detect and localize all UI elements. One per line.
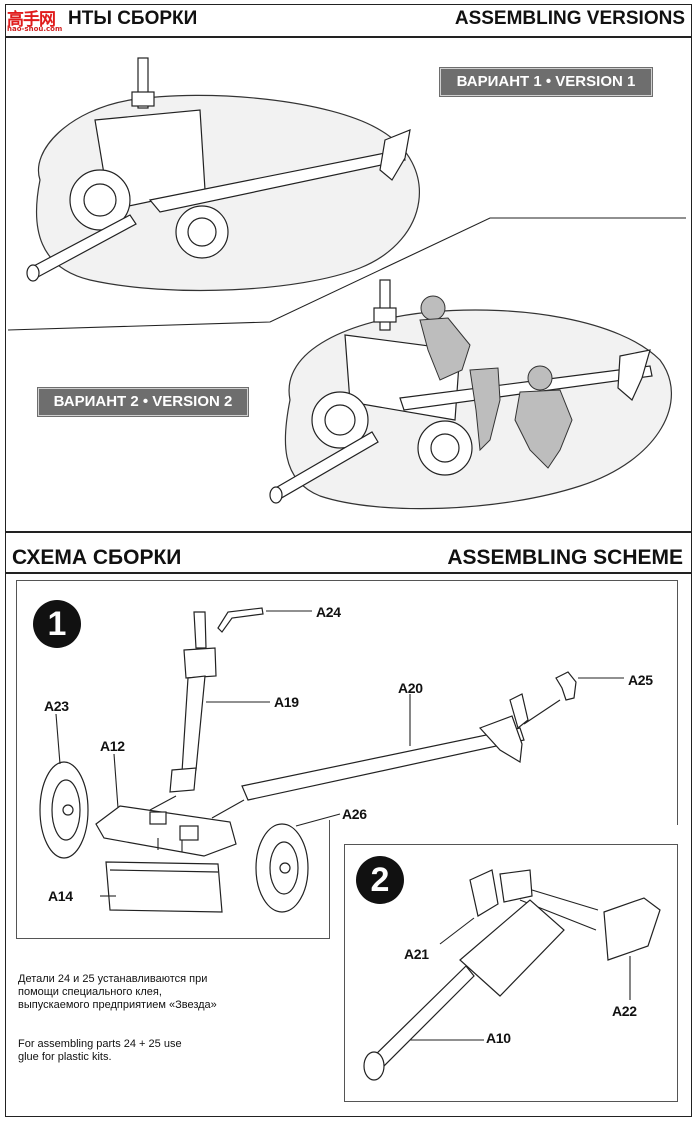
step1-number: 1 <box>33 600 81 648</box>
part-label-a20: A20 <box>398 680 423 696</box>
step1-box-top <box>16 580 678 825</box>
part-label-a25: A25 <box>628 672 653 688</box>
part-label-a23: A23 <box>44 698 69 714</box>
part-label-a12: A12 <box>100 738 125 754</box>
instruction-page <box>5 4 692 1117</box>
part-label-a19: A19 <box>274 694 299 710</box>
version2-gun-illustration <box>269 279 672 510</box>
step2-number: 2 <box>356 856 404 904</box>
step2-illustration <box>363 869 661 1081</box>
versions-title-ru: НТЫ СБОРКИ <box>68 8 198 29</box>
version-divider <box>7 217 686 331</box>
part-label-a26: A26 <box>342 806 367 822</box>
versions-title-en: ASSEMBLING VERSIONS <box>454 8 685 29</box>
version1-badge: ВАРИАНТ 1 • VERSION 1 <box>440 68 652 96</box>
part-label-a14: A14 <box>48 888 73 904</box>
version2-badge: ВАРИАНТ 2 • VERSION 2 <box>38 388 248 416</box>
logo-text: 高手网 <box>7 10 56 30</box>
scheme-header-rule <box>5 572 692 574</box>
scheme-top-rule <box>5 531 692 533</box>
scheme-title-ru: СХЕМА СБОРКИ <box>12 546 182 569</box>
part-label-a10: A10 <box>486 1030 511 1046</box>
versions-header-rule <box>5 36 692 38</box>
part-label-a24: A24 <box>316 604 341 620</box>
part-label-a21: A21 <box>404 946 429 962</box>
version1-gun-illustration <box>26 57 420 292</box>
note-ru: Детали 24 и 25 устанавливаются при помощ… <box>18 973 217 1011</box>
logo-url: hao-shou.com <box>7 25 63 33</box>
step1-illustration <box>39 607 624 913</box>
scheme-title-en: ASSEMBLING SCHEME <box>447 546 683 569</box>
note-en: For assembling parts 24 + 25 use glue fo… <box>18 1038 182 1063</box>
part-label-a22: A22 <box>612 1003 637 1019</box>
site-logo: 高手网 hao-shou.com <box>7 6 65 38</box>
